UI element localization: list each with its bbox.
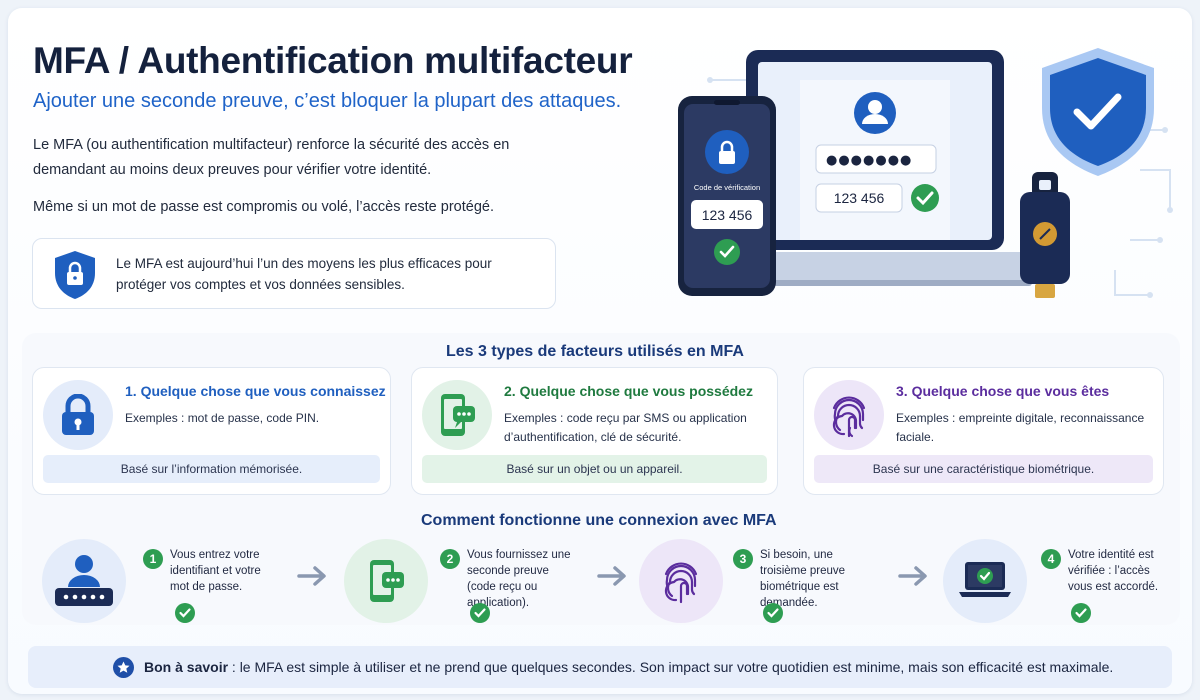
intro-text-2: Même si un mot de passe est compromis ou… (33, 199, 494, 215)
laptop-code-field: 123 456 (834, 190, 885, 206)
page-subtitle: Ajouter une seconde preuve, c’est bloque… (33, 90, 622, 112)
step-text: Si besoin, une troisième preuve biométri… (760, 549, 846, 609)
check-icon (175, 603, 195, 623)
check-icon (1071, 603, 1091, 623)
arrow-right-icon (597, 566, 626, 586)
phone-code: 123 456 (702, 207, 753, 223)
factor-desc: Exemples : mot de passe, code PIN. (125, 411, 320, 425)
step-icon-circle (943, 539, 1027, 623)
tip-body: : le MFA est simple à utiliser et ne pre… (228, 659, 1114, 675)
star-icon (113, 657, 134, 678)
tip-text: Bon à savoir : le MFA est simple à utili… (144, 659, 1113, 675)
factor-basis: Basé sur un objet ou un appareil. (422, 455, 767, 483)
smartphone-icon (370, 560, 404, 602)
factor-icon-circle (422, 380, 492, 450)
step-icon-circle (42, 539, 126, 623)
step-number: 3 (733, 549, 753, 569)
step-number: 4 (1041, 549, 1061, 569)
tip-label: Bon à savoir (144, 659, 229, 675)
laptop-check-icon (959, 562, 1011, 597)
factor-desc: Exemples : code reçu par SMS ou applicat… (504, 411, 747, 444)
arrow-right-icon (297, 566, 326, 586)
step-text: Votre identité est vérifiée : l’accès vo… (1068, 549, 1159, 593)
factor-title: 3. Quelque chose que vous êtes (896, 383, 1110, 399)
factor-basis: Basé sur l’information mémorisée. (43, 455, 380, 483)
step-icon-circle (344, 539, 428, 623)
step-text: Vous fournissez une seconde preuve (code… (467, 549, 571, 609)
factor-card-knowledge: 1. Quelque chose que vous connaissez Exe… (32, 367, 391, 495)
tip-banner: Bon à savoir : le MFA est simple à utili… (28, 646, 1172, 688)
step-number: 2 (440, 549, 460, 569)
fingerprint-icon (832, 396, 866, 438)
arrow-right-icon (898, 566, 927, 586)
step-text: Vous entrez votre identifiant et votre m… (170, 549, 261, 593)
phone-code-label: Code de vérification (694, 183, 760, 192)
mfa-illustration: ●●●●●●● 123 456 Code de vérification 123… (678, 48, 1173, 298)
shield-lock-icon (55, 251, 95, 299)
factor-title: 2. Quelque chose que vous possédez (504, 383, 753, 399)
laptop-password-field: ●●●●●●● (826, 153, 912, 168)
factor-title: 1. Quelque chose que vous connaissez (125, 383, 386, 399)
intro-text: Le MFA (ou authentification multifacteur… (33, 137, 510, 178)
smartphone-icon (441, 394, 475, 436)
factor-basis: Basé sur une caractéristique biométrique… (814, 455, 1153, 483)
step-icon-circle (639, 539, 723, 623)
user-password-icon (55, 555, 113, 606)
page-title: MFA / Authentification multifacteur (33, 40, 633, 81)
fingerprint-icon (664, 562, 698, 604)
check-icon (763, 603, 783, 623)
check-icon (470, 603, 490, 623)
lock-icon (62, 394, 94, 435)
info-box-text: Le MFA est aujourd’hui l’un des moyens l… (116, 256, 492, 292)
factor-icon-circle (43, 380, 113, 450)
factor-desc: Exemples : empreinte digitale, reconnais… (896, 411, 1145, 444)
steps-title: Comment fonctionne une connexion avec MF… (421, 512, 777, 529)
factor-icon-circle (814, 380, 884, 450)
factor-card-possession: 2. Quelque chose que vous possédez Exemp… (411, 367, 778, 495)
factors-title: Les 3 types de facteurs utilisés en MFA (446, 343, 744, 360)
factor-card-inherence: 3. Quelque chose que vous êtes Exemples … (803, 367, 1164, 495)
info-box: Le MFA est aujourd’hui l’un des moyens l… (32, 238, 556, 309)
step-number: 1 (143, 549, 163, 569)
